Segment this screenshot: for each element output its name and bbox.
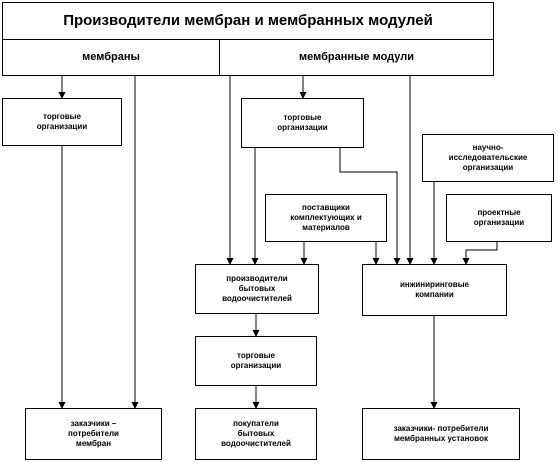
suppliers-label: поставщики комплектующих и материалов: [290, 203, 362, 232]
membranes-header-box: мембраны: [2, 39, 220, 76]
engineering-companies-box: инжиниринговые компании: [362, 264, 507, 316]
trade-org-left-label: торговые организации: [36, 112, 88, 131]
household-buyers-box: покупатели бытовых водоочистителей: [195, 408, 317, 460]
diagram-title-box: Производители мембран и мембранных модул…: [2, 2, 494, 40]
customers-membranes-box: заказчики – потребители мембран: [25, 408, 162, 460]
engineering-companies-label: инжиниринговые компании: [399, 280, 470, 299]
modules-header-box: мембранные модули: [219, 39, 494, 76]
trade-org-mid-label: торговые организации: [277, 113, 328, 132]
research-orgs-label: научно- исследовательские организации: [448, 143, 528, 172]
membranes-header: мембраны: [82, 51, 140, 63]
design-orgs-box: проектные организации: [446, 194, 552, 242]
customers-installations-label: заказчики- потребители мембранных устано…: [393, 424, 489, 443]
design-orgs-label: проектные организации: [473, 208, 525, 227]
arrow-design-to-engineering: [462, 242, 498, 265]
suppliers-box: поставщики комплектующих и материалов: [265, 194, 387, 242]
household-producers-label: производители бытовых водоочистителей: [222, 274, 292, 303]
trade-org-lower-label: торговые организации: [230, 351, 282, 370]
arrow-trade-to-engineering: [339, 148, 401, 265]
customers-membranes-label: заказчики – потребители мембран: [68, 419, 119, 448]
research-orgs-box: научно- исследовательские организации: [422, 134, 554, 182]
diagram-title: Производители мембран и мембранных модул…: [63, 12, 433, 29]
household-buyers-label: покупатели бытовых водоочистителей: [221, 419, 291, 448]
trade-org-mid-box: торговые организации: [241, 98, 364, 148]
trade-org-lower-box: торговые организации: [195, 336, 317, 386]
customers-installations-box: заказчики- потребители мембранных устано…: [362, 408, 520, 460]
trade-org-left-box: торговые организации: [2, 98, 122, 146]
household-producers-box: производители бытовых водоочистителей: [195, 264, 319, 314]
modules-header: мембранные модули: [299, 51, 414, 63]
